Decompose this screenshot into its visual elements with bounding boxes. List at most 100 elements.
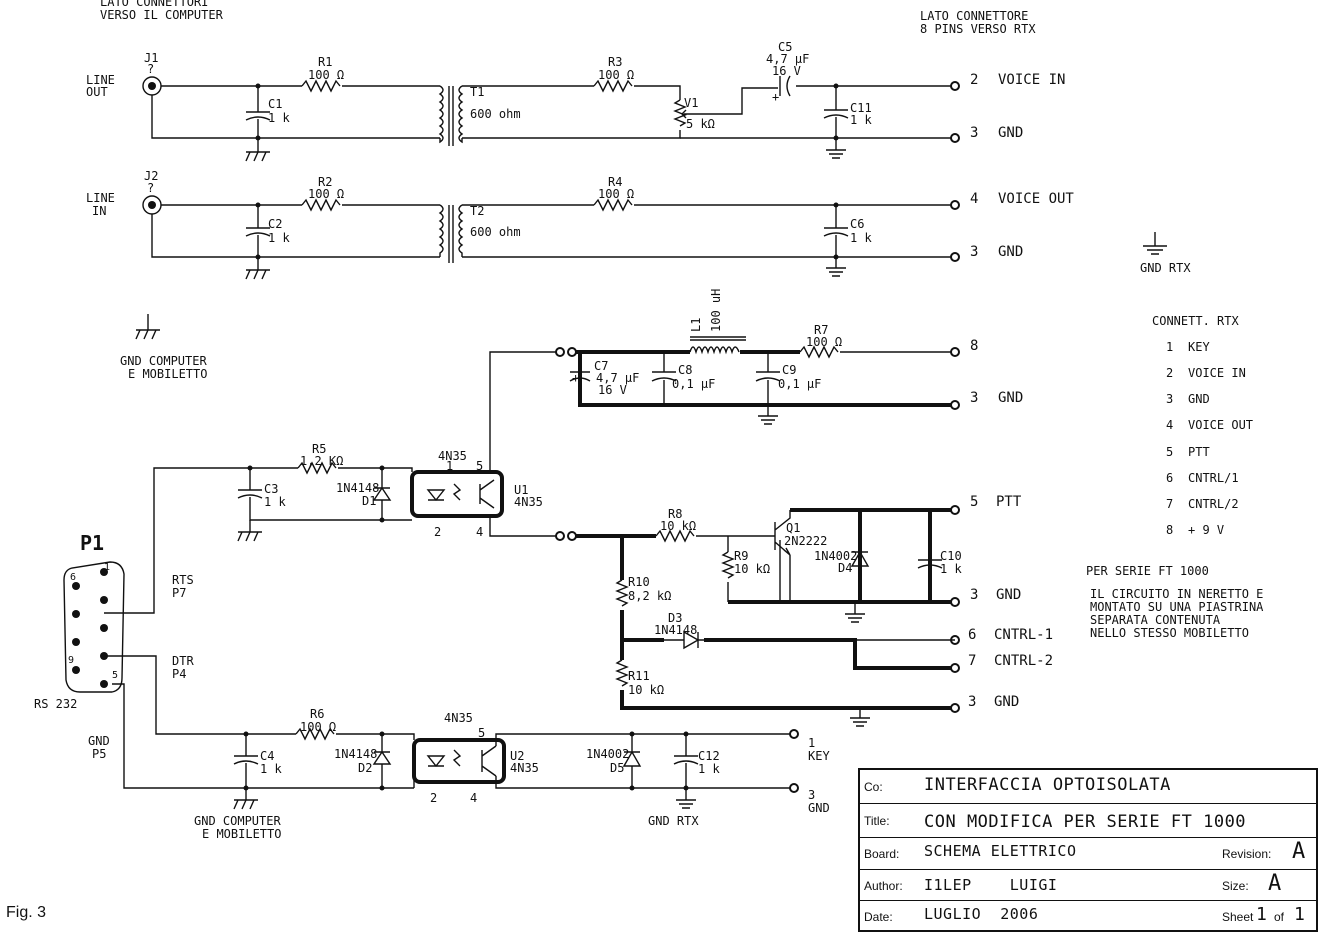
author-value: I1LEP LUIGI (924, 876, 1058, 894)
l1-value: 100 uH (709, 289, 723, 332)
r8-value: 10 kΩ (660, 519, 696, 533)
c7-value1: 4,7 μF (596, 371, 639, 385)
c5-value2: 16 V (772, 64, 801, 78)
voice-in-channel: J1 ? LINE OUT R1 100 Ω C1 1 k T1 600 ohm… (86, 40, 1065, 162)
pinout-num-4: 5 (1166, 445, 1173, 459)
gnd-rtx-symbol (1143, 232, 1167, 255)
c12-value: 1 k (698, 762, 720, 776)
pinout-name-2: GND (1188, 392, 1210, 406)
j1-q: ? (147, 62, 154, 76)
pinout-num-1: 2 (1166, 366, 1173, 380)
rtx-pin-num-3: 3 (970, 244, 978, 260)
rtx-pin-name-1: GND (998, 125, 1023, 141)
d1-ref: D1 (362, 494, 376, 508)
rtx-pin-name-10: GND (994, 694, 1019, 710)
revision-value: A (1292, 839, 1306, 864)
co-value: INTERFACCIA OPTOISOLATA (924, 775, 1171, 795)
d4-part: 1N4002 (814, 549, 857, 563)
d5-part: 1N4002 (586, 747, 629, 761)
c10-ref: C10 (940, 549, 962, 563)
u2-p5: 5 (478, 726, 485, 740)
note-line1: IL CIRCUITO IN NERETTO E (1090, 587, 1263, 601)
c4-value: 1 k (260, 762, 282, 776)
c7-value2: 16 V (598, 383, 627, 397)
resistor-r6 (295, 727, 335, 741)
header-right-line2: 8 PINS VERSO RTX (920, 22, 1036, 36)
r8-ref: R8 (668, 507, 682, 521)
resistor-r5 (297, 461, 337, 475)
c3-value: 1 k (264, 495, 286, 509)
p1-pin5: 5 (112, 670, 118, 681)
resistor-r9 (721, 551, 735, 579)
pinout-name-0: KEY (1188, 340, 1210, 354)
date-label: Date: (864, 910, 893, 924)
u1-p2: 2 (434, 525, 441, 539)
c7-plus: + (572, 371, 579, 385)
r11-ref: R11 (628, 669, 650, 683)
title-value: CON MODIFICA PER SERIE FT 1000 (924, 812, 1247, 832)
author-label: Author: (864, 879, 903, 893)
resistor-r11 (615, 659, 629, 687)
pinout-num-6: 7 (1166, 497, 1173, 511)
d2-ref: D2 (358, 761, 372, 775)
board-label: Board: (864, 847, 900, 861)
note-block: PER SERIE FT 1000 IL CIRCUITO IN NERETTO… (1086, 564, 1264, 640)
pinout-name-1: VOICE IN (1188, 366, 1246, 380)
voice-out-channel: J2 ? LINE IN R2 100 Ω C2 1 k T2 600 ohm … (86, 169, 1074, 280)
p1-gnd: GND (88, 734, 110, 748)
d1-part: 1N4148 (336, 481, 379, 495)
title-block-board-row: Board: SCHEMA ELETTRICO Revision: A (860, 838, 1316, 870)
rtx-pin-name-0: VOICE IN (998, 72, 1065, 88)
d5-ref: D5 (610, 761, 624, 775)
j1-ref: J1 (144, 51, 158, 65)
size-label: Size: (1222, 879, 1249, 893)
r1-value: 100 Ω (308, 68, 344, 82)
rtx-pin-num-1: 3 (970, 125, 978, 141)
u2-part: 4N35 (510, 761, 539, 775)
p1-ref: P1 (80, 531, 104, 555)
c8-value: 0,1 μF (672, 377, 715, 391)
power-filter: L1 100 uH R7 100 Ω C7 4,7 μF 16 V + C8 0… (489, 289, 1023, 470)
rtx-pin-name-2: VOICE OUT (998, 191, 1074, 207)
r10-value: 8,2 kΩ (628, 589, 671, 603)
diode-d1 (372, 468, 392, 520)
header-right-line1: LATO CONNETTORE (920, 9, 1028, 23)
u1-top: 4N35 (438, 449, 467, 463)
r6-value: 100 Ω (300, 720, 336, 734)
r2-value: 100 Ω (308, 187, 344, 201)
optocoupler-u2 (412, 738, 506, 784)
j1-label1: LINE (86, 73, 115, 87)
j2-q: ? (147, 181, 154, 195)
p1-dtr: DTR (172, 654, 194, 668)
c5-plus: + (772, 90, 779, 104)
note-line3: SEPARATA CONTENUTA (1090, 613, 1221, 627)
u2-p4: 4 (470, 791, 477, 805)
key-l2: GND (808, 801, 830, 815)
pinout-name-5: CNTRL/1 (1188, 471, 1239, 485)
u2-p2: 2 (430, 791, 437, 805)
diode-d3 (664, 630, 704, 650)
board-value: SCHEMA ELETTRICO (924, 842, 1077, 860)
sheet-num: 1 (1256, 904, 1267, 925)
r11-value: 10 kΩ (628, 683, 664, 697)
t1-ref: T1 (470, 85, 484, 99)
j1-label2: OUT (86, 85, 108, 99)
header-left-line2: VERSO IL COMPUTER (100, 8, 224, 22)
diode-d5 (622, 734, 642, 788)
resistor-r1 (301, 79, 341, 93)
c5-ref: C5 (778, 40, 792, 54)
pinout-name-3: VOICE OUT (1188, 418, 1253, 432)
c2-value: 1 k (268, 231, 290, 245)
rtx-pin-name-3: GND (998, 244, 1023, 260)
resistor-r3 (593, 79, 633, 93)
title-block-date-row: Date: LUGLIO 2006 Sheet 1 of 1 (860, 901, 1316, 932)
r9-ref: R9 (734, 549, 748, 563)
c11-ref: C11 (850, 101, 872, 115)
rtx-pin-num-5: 3 (970, 390, 978, 406)
p1-pin1: 1 (104, 562, 110, 573)
gnd-rtx-top-label: GND RTX (1140, 261, 1191, 275)
c8-ref: C8 (678, 363, 692, 377)
c3-ref: C3 (264, 482, 278, 496)
p1-dtr-pin: P4 (172, 667, 186, 681)
